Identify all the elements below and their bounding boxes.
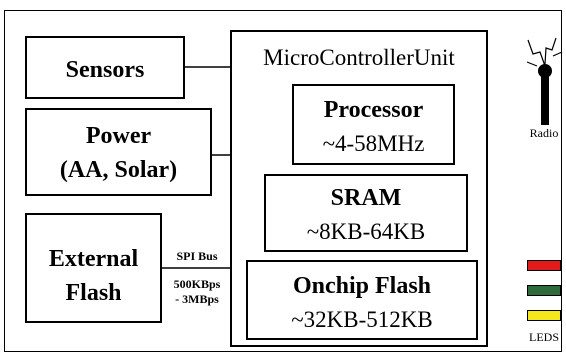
sensors-box: Sensors (25, 36, 185, 99)
sram-spec: ~8KB-64KB (306, 219, 426, 244)
spi-bus-speed-line1: 500KBps (173, 277, 221, 291)
external-flash-label-line2: Flash (65, 280, 122, 306)
power-label: Power (85, 123, 152, 149)
onchip-flash-spec: ~32KB-512KB (291, 307, 433, 332)
spi-bus-speed-line2: - 3MBps (175, 292, 219, 306)
external-flash-box: External Flash (25, 213, 162, 323)
external-flash-label-line1: External (48, 246, 139, 272)
radio-antenna-icon (526, 37, 563, 125)
onchip-flash-label: Onchip Flash (292, 273, 432, 299)
radio-label: Radio (529, 126, 559, 140)
spi-bus-label: SPI Bus (176, 249, 218, 263)
sensors-label: Sensors (65, 57, 145, 83)
power-box: Power (AA, Solar) (25, 108, 212, 196)
mcu-title: MicroControllerUnit (263, 45, 455, 70)
processor-spec: ~4-58MHz (322, 131, 425, 156)
processor-label: Processor (323, 97, 424, 123)
sram-label: SRAM (330, 185, 402, 211)
power-source-label: (AA, Solar) (59, 157, 178, 183)
onchip-flash-box: Onchip Flash ~32KB-512KB (246, 260, 478, 340)
sram-box: SRAM ~8KB-64KB (264, 174, 468, 252)
processor-box: Processor ~4-58MHz (292, 84, 455, 165)
led-yellow (527, 310, 561, 321)
leds-label: LEDS (529, 330, 559, 344)
led-green (527, 285, 561, 296)
led-red (527, 260, 561, 271)
